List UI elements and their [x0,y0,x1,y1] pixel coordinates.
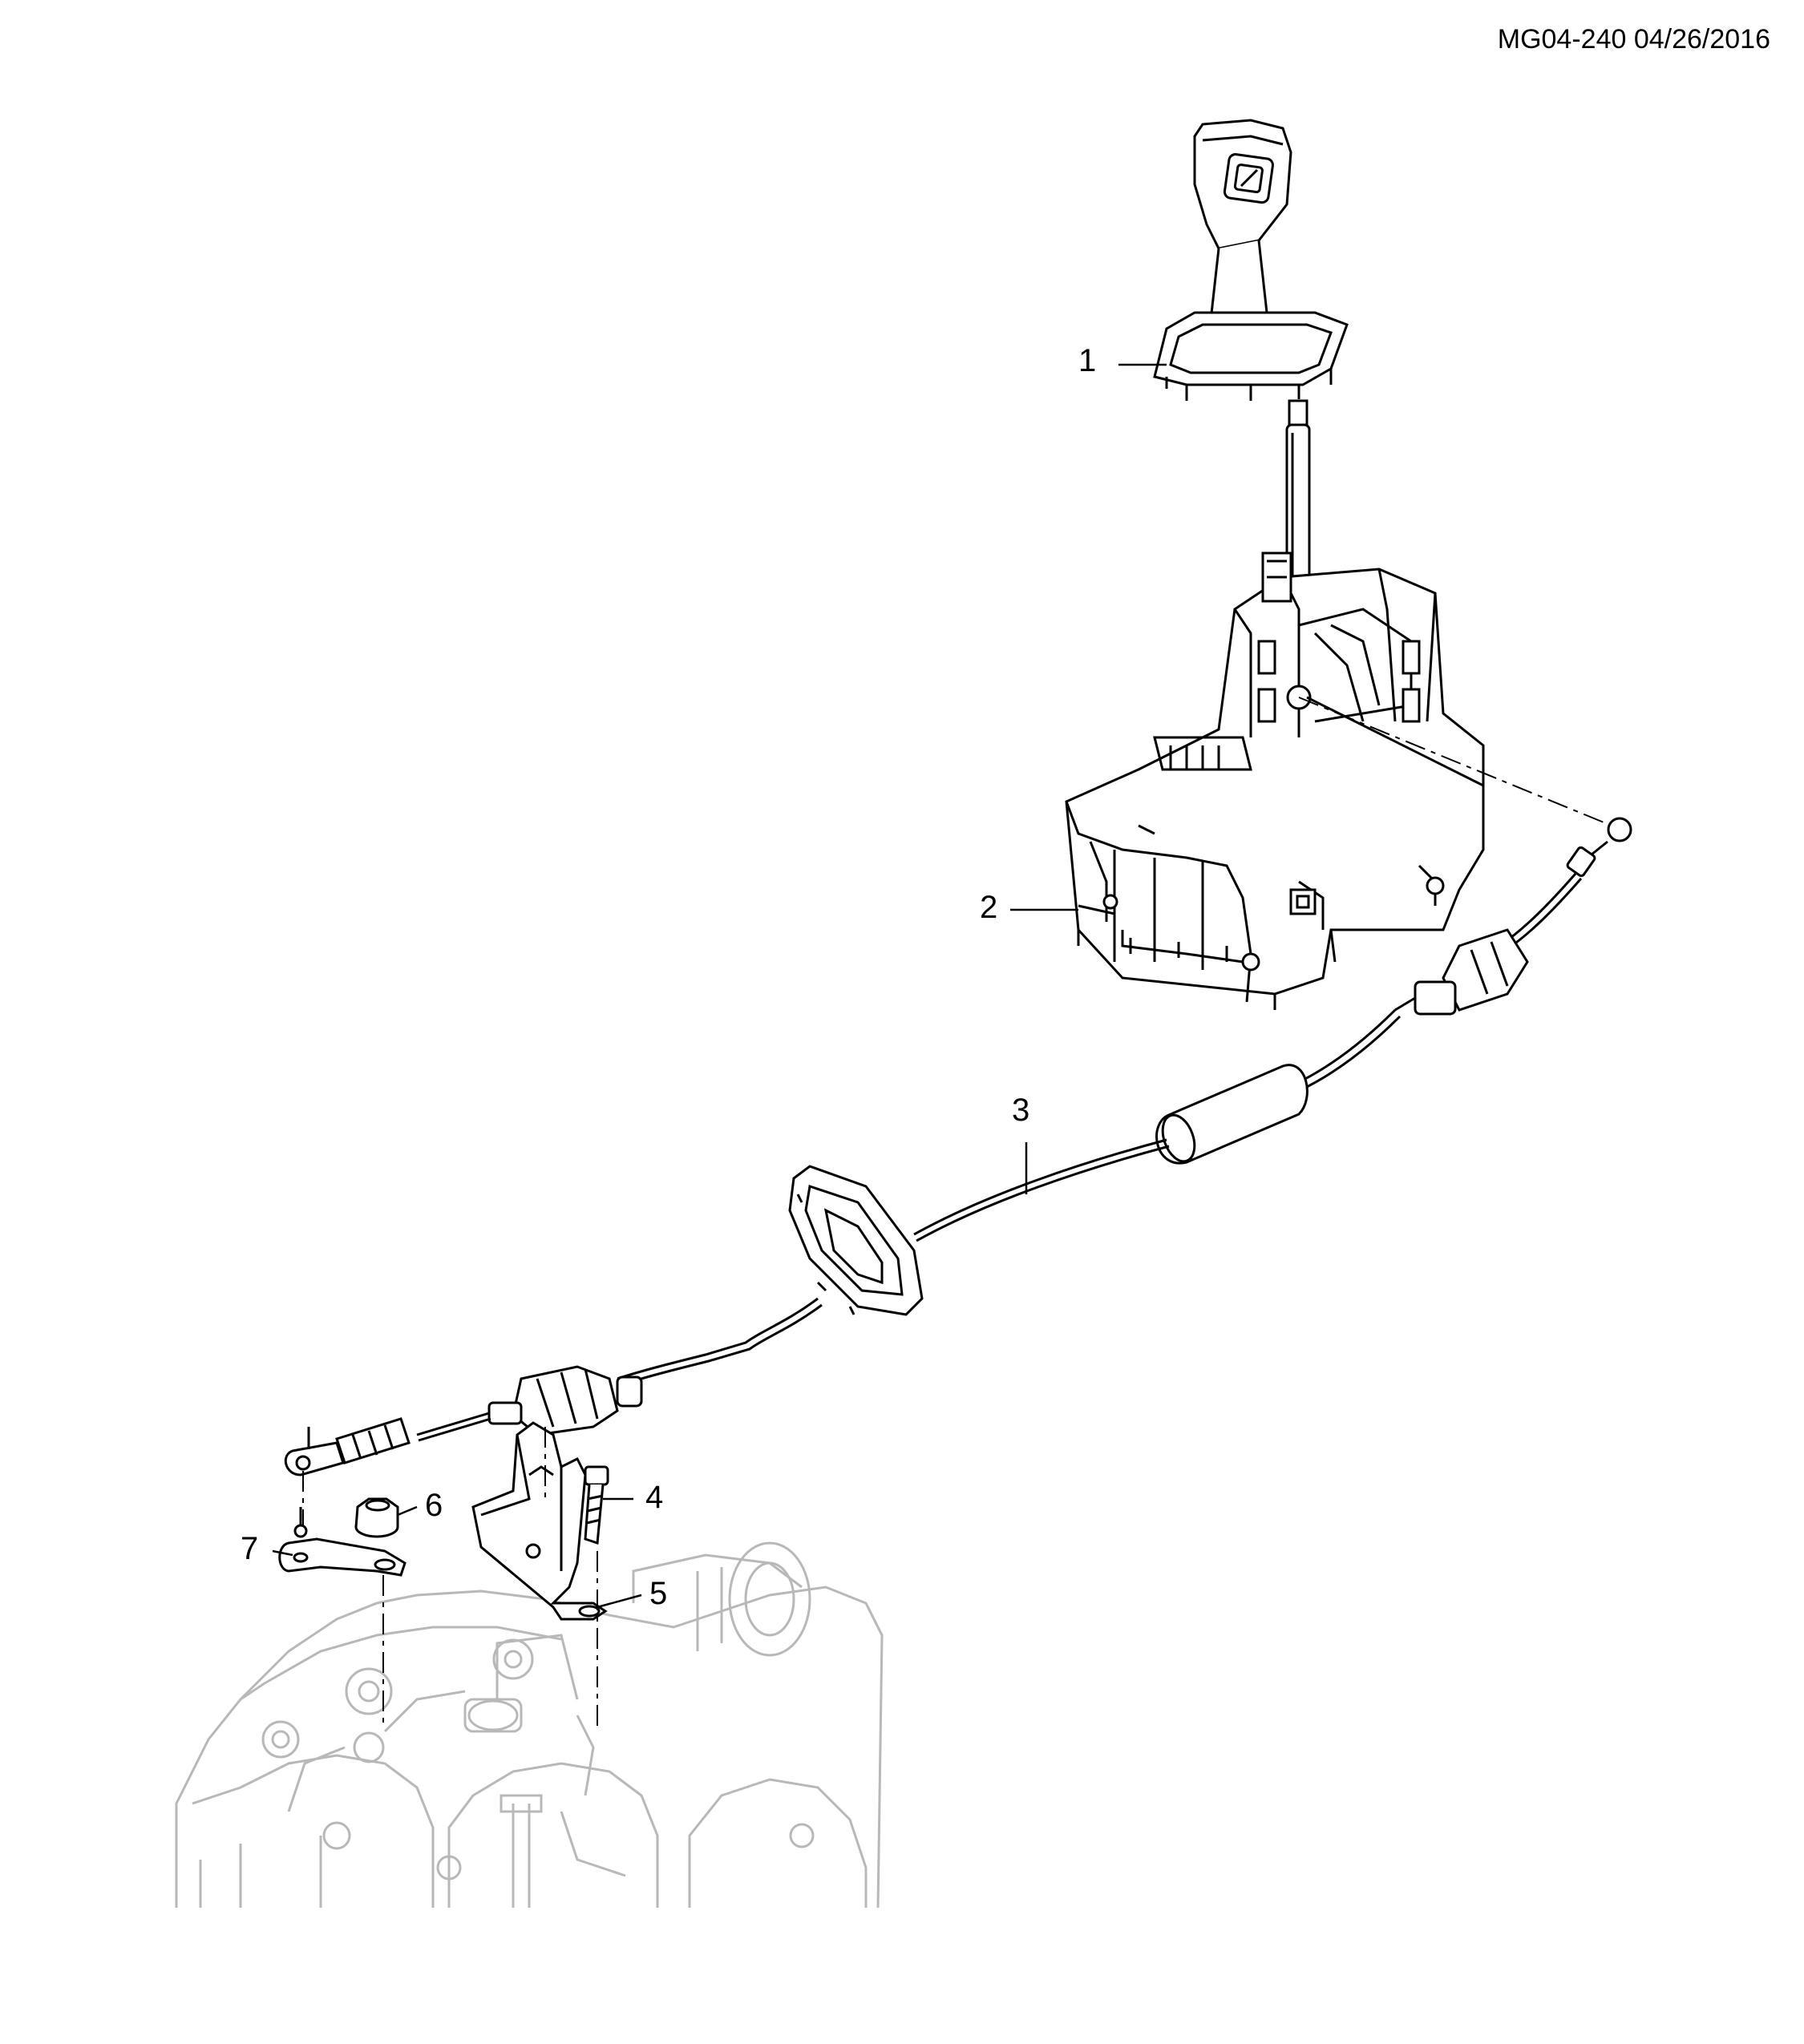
callout-leader-lines [272,363,1167,1609]
part-2-shifter-assembly [1065,551,1485,1010]
callout-3: 3 [1012,1093,1030,1128]
callout-4: 4 [645,1480,664,1515]
leader-line-6 [397,1505,418,1517]
callout-2: 2 [980,890,998,925]
callout-6: 6 [425,1488,443,1523]
leader-line-5 [597,1594,642,1609]
part-7-shift-lever-arm [278,1507,407,1577]
leader-dashed-shifter-to-cable [1298,697,1612,826]
leader-line-7 [272,1549,293,1557]
part-1-shift-knob [1153,119,1349,401]
part-4-bolt [584,1465,609,1545]
callout-5: 5 [649,1576,668,1611]
diagram-code-date: MG04-240 04/26/2016 [1497,24,1770,55]
part-5-cable-bracket [471,1421,608,1621]
callout-7: 7 [241,1531,259,1566]
callout-1: 1 [1078,343,1097,378]
part-3-shift-cable [284,817,1632,1476]
transmission-housing [175,1541,884,1909]
part-6-nut [354,1497,399,1538]
